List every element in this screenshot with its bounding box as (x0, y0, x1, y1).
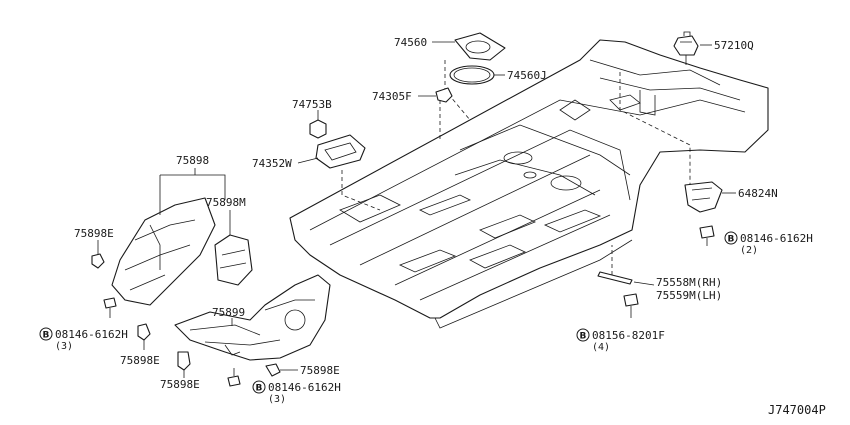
label-75898e-a: 75898E (74, 227, 114, 240)
part-75898e-clip-c: 75898E (160, 351, 200, 391)
label-75898e-b: 75898E (120, 354, 160, 367)
label-75898m: 75898M (206, 196, 246, 209)
bolt-callout-1-qty: (3) (55, 341, 73, 352)
bolt-callout-3-code: 08146-6162H (740, 232, 813, 245)
part-74560-plate: 74560 (394, 32, 506, 61)
bolt-callout-3-qty: (2) (740, 245, 758, 256)
bolt-icon-left (103, 297, 117, 318)
label-75898e-c: 75898E (160, 378, 200, 391)
bolt-callout-4: B 08156-8201F (4) (576, 328, 665, 353)
bolt-callout-2: B 08146-6162H (3) (252, 380, 341, 405)
part-57210q-grommet: 57210Q (673, 31, 754, 65)
bolt-callout-3: B 08146-6162H (2) (724, 231, 813, 256)
label-75558m: 75558M(RH) (656, 276, 722, 289)
label-75899: 75899 (212, 306, 245, 319)
dash-leader-57210q (619, 72, 691, 190)
bolt-callout-1-letter: B (43, 331, 50, 341)
bolt-callout-2-code: 08146-6162H (268, 381, 341, 394)
part-74560j-ring: 74560J (449, 65, 547, 85)
label-64824n: 64824N (738, 187, 778, 200)
bolt-callout-2-letter: B (256, 384, 263, 394)
bolt-callout-1: B 08146-6162H (3) (39, 327, 128, 352)
label-74753b: 74753B (292, 98, 332, 111)
bolt-callout-2-qty: (3) (268, 394, 286, 405)
label-74560: 74560 (394, 36, 427, 49)
part-74305f-clip: 74305F (372, 87, 453, 103)
label-57210q: 57210Q (714, 39, 754, 52)
bolt-icon-right (699, 225, 715, 246)
part-75898e-clip-d: 75898E (265, 363, 340, 377)
label-74305f: 74305F (372, 90, 412, 103)
bolt-callout-4-qty: (4) (592, 342, 610, 353)
bolt-icon-bracket (623, 293, 639, 318)
diagram-reference-number: J747004P (768, 403, 826, 417)
part-75898e-clip-b: 75898E (120, 323, 160, 367)
bolt-callout-3-letter: B (728, 235, 735, 245)
label-74560j: 74560J (507, 69, 547, 82)
part-75898m-cover: 75898M (206, 196, 253, 286)
bolt-icon-rear (227, 368, 241, 387)
bolt-callout-4-code: 08156-8201F (592, 329, 665, 342)
label-75559m: 75559M(LH) (656, 289, 722, 302)
part-74753b-nut: 74753B (292, 98, 332, 139)
label-75898e-d: 75898E (300, 364, 340, 377)
label-75898: 75898 (176, 154, 209, 167)
floor-panel (289, 39, 769, 329)
part-74352w-bracket: 74352W (252, 134, 366, 170)
part-64824n-bracket: 64824N (684, 181, 778, 213)
dash-leader-74352w (341, 170, 381, 211)
bolt-callout-1-code: 08146-6162H (55, 328, 128, 341)
label-74352w: 74352W (252, 157, 292, 170)
part-75898-shield: 75898 (111, 154, 226, 306)
part-75898e-clip-a: 75898E (74, 227, 114, 269)
part-75899-shield: 75899 (174, 274, 331, 361)
part-75558m-bracket: 75558M(RH) 75559M(LH) (597, 271, 722, 302)
bolt-callout-4-letter: B (580, 332, 587, 342)
